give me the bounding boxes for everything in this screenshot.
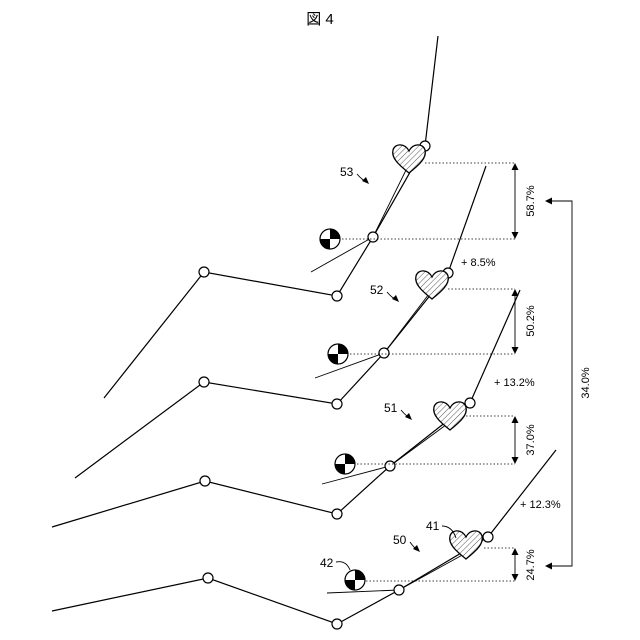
ref-42: 42 — [320, 556, 350, 570]
ankle-joint-53 — [332, 291, 342, 301]
knee-joint-50 — [203, 573, 213, 583]
shoulder-joint-50 — [483, 532, 493, 542]
ref-52: 52 — [370, 283, 399, 302]
center-of-gravity-icon-51 — [335, 454, 355, 474]
increment-label-13-2: + 13.2% — [494, 377, 535, 389]
hip-joint-53 — [368, 232, 378, 242]
heart-icon-51 — [434, 402, 467, 430]
heart-icon-53 — [393, 145, 426, 173]
dimension-34-0: 34.0% — [545, 198, 592, 570]
ref-50: 50 — [393, 533, 420, 552]
heart-icon-52 — [416, 271, 449, 299]
ref-numeral-42: 42 — [320, 556, 334, 570]
ref-51: 51 — [384, 401, 412, 420]
knee-joint-52 — [199, 377, 209, 387]
percent-label-58-7: 58.7% — [525, 185, 537, 216]
ankle-joint-50 — [332, 619, 342, 629]
dimension-58-7: 58.7% — [512, 163, 537, 239]
ref-numeral-53: 53 — [340, 165, 354, 179]
posture-52 — [75, 166, 515, 478]
dimension-37-0: 37.0% — [512, 416, 537, 464]
figure-title: 図 4 — [306, 11, 334, 28]
ref-numeral-52: 52 — [370, 283, 384, 297]
dimension-50-2: 50.2% — [512, 289, 537, 354]
hip-joint-52 — [379, 348, 389, 358]
posture-50 — [52, 450, 556, 629]
ankle-joint-51 — [332, 509, 342, 519]
center-of-gravity-icon-52 — [328, 344, 348, 364]
percent-label-24-7: 24.7% — [525, 549, 537, 580]
increment-label-12-3: + 12.3% — [520, 499, 561, 511]
trunk-line-52b — [384, 290, 432, 353]
hip-joint-50 — [394, 585, 404, 595]
ref-numeral-50: 50 — [393, 533, 407, 547]
percent-label-34-0: 34.0% — [580, 367, 592, 398]
increment-label-8-5: + 8.5% — [461, 257, 496, 269]
trunk-line-52 — [315, 353, 384, 378]
ref-numeral-41: 41 — [426, 519, 440, 533]
percent-label-37-0: 37.0% — [525, 424, 537, 455]
trunk-line-51b — [390, 422, 450, 466]
hip-joint-51 — [385, 461, 395, 471]
trunk-line-50b — [399, 553, 466, 590]
dimension-24-7: 24.7% — [512, 548, 537, 581]
leg-line-52 — [75, 166, 486, 478]
percent-label-50-2: 50.2% — [525, 305, 537, 336]
ref-numeral-51: 51 — [384, 401, 398, 415]
ankle-joint-52 — [332, 399, 342, 409]
knee-joint-53 — [199, 267, 209, 277]
leg-line-53 — [104, 36, 438, 398]
ground-line-50 — [327, 590, 399, 593]
center-of-gravity-icon-53 — [320, 229, 340, 249]
center-of-gravity-icon-50 — [345, 570, 365, 590]
posture-53 — [104, 36, 515, 398]
knee-joint-51 — [200, 476, 210, 486]
posture-51 — [52, 290, 520, 527]
ref-53: 53 — [340, 165, 369, 184]
trunk-line-53b — [373, 164, 409, 237]
